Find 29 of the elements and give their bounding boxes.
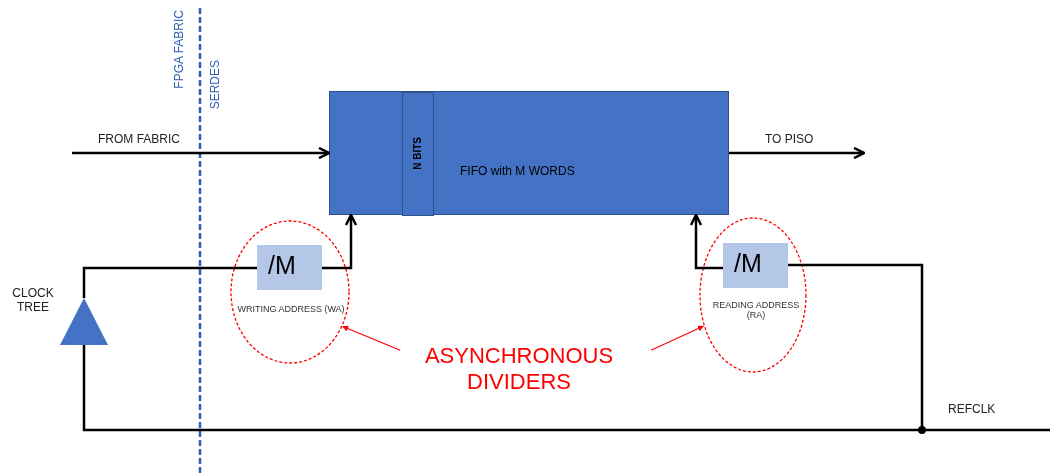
boundary-label: FPGA FABRIC	[172, 10, 186, 89]
connector-line	[342, 325, 401, 351]
connector-line	[729, 146, 866, 160]
node-label: /M	[734, 249, 762, 278]
connector-line	[322, 213, 358, 270]
connector-line	[82, 345, 922, 432]
edge-label: FROM FABRIC	[98, 132, 180, 146]
edge-label: TO PISO	[765, 132, 814, 146]
dashed-ellipse	[230, 220, 350, 364]
fifo-block	[329, 91, 729, 215]
boundary-label: SERDES	[208, 60, 222, 110]
connector-line	[72, 146, 331, 160]
buffer-triangle	[60, 298, 108, 345]
data-width-column	[402, 92, 434, 216]
node-label: N BITS	[412, 137, 423, 170]
connector-line	[788, 263, 924, 430]
node-label: WRITING ADDRESS (WA)	[236, 304, 346, 314]
connector-line	[650, 325, 704, 351]
node-label: READING ADDRESS (RA)	[711, 300, 801, 320]
edge-label: REFCLK	[948, 402, 996, 416]
node-label: /M	[268, 251, 296, 280]
connector-line	[689, 213, 723, 270]
connector-line	[926, 428, 1050, 432]
junction-dot	[918, 426, 926, 434]
node-label: CLOCK TREE	[11, 286, 55, 314]
dashed-ellipse	[699, 217, 807, 373]
node-label: ASYNCHRONOUS DIVIDERS	[423, 343, 615, 395]
node-label: FIFO with M WORDS	[460, 164, 575, 178]
connector-line	[82, 266, 257, 298]
